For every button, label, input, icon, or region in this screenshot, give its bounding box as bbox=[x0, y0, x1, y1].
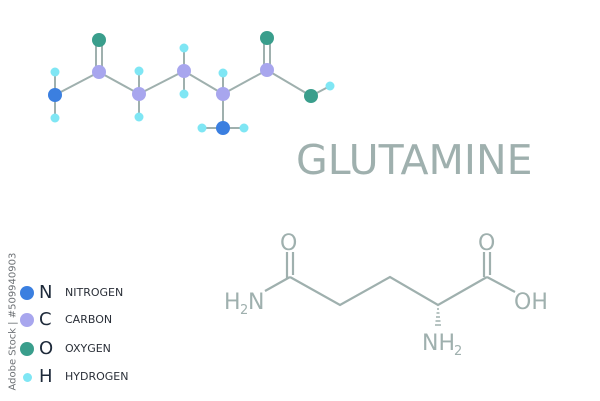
alpha-nh-label: NH bbox=[422, 331, 455, 356]
hydrogen-atom bbox=[218, 68, 228, 78]
carbon-dot-icon bbox=[20, 313, 34, 327]
legend-symbol: N bbox=[39, 282, 53, 303]
legend-symbol: H bbox=[39, 366, 53, 387]
hydrogen-atom bbox=[50, 113, 60, 123]
molecule-title: GLUTAMINE bbox=[296, 136, 533, 184]
ball-stick-atoms bbox=[48, 31, 335, 135]
carbon-atom bbox=[260, 63, 274, 77]
hashed-wedge-bond bbox=[435, 308, 441, 326]
alpha-nh-subscript: 2 bbox=[454, 344, 462, 359]
carbon-atom bbox=[92, 65, 106, 79]
legend-symbol: C bbox=[39, 309, 52, 330]
hydrogen-atom bbox=[197, 123, 207, 133]
carbon-atom bbox=[177, 64, 191, 78]
nitrogen-atom bbox=[216, 121, 230, 135]
oxygen-atom bbox=[304, 89, 318, 103]
amide-n-label: N bbox=[248, 290, 264, 315]
nitrogen-dot-icon bbox=[20, 286, 34, 300]
carbon-atom bbox=[132, 87, 146, 101]
legend-label: HYDROGEN bbox=[65, 370, 129, 383]
hydrogen-atom bbox=[325, 81, 335, 91]
skeletal-formula bbox=[264, 252, 516, 307]
legend-symbol: O bbox=[39, 338, 54, 359]
legend-label: NITROGEN bbox=[65, 286, 124, 299]
legend-label: CARBON bbox=[65, 313, 113, 326]
oxygen-dot-icon bbox=[20, 342, 34, 356]
acid-oxygen-label: O bbox=[478, 231, 495, 256]
hydrogen-atom bbox=[239, 123, 249, 133]
hydrogen-atom bbox=[50, 67, 60, 77]
stock-watermark: Adobe Stock | #509940903 bbox=[7, 252, 19, 391]
hydrogen-atom bbox=[179, 89, 189, 99]
hydrogen-atom bbox=[179, 43, 189, 53]
amide-h-subscript: 2 bbox=[240, 303, 248, 318]
hydrogen-dot-icon bbox=[23, 373, 32, 382]
nitrogen-atom bbox=[48, 88, 62, 102]
oxygen-atom bbox=[92, 33, 106, 47]
acid-oh-label: OH bbox=[514, 290, 548, 315]
legend-label: OXYGEN bbox=[65, 342, 111, 355]
hydrogen-atom bbox=[134, 66, 144, 76]
carbon-atom bbox=[216, 87, 230, 101]
amide-h-label: H bbox=[224, 290, 241, 315]
skeletal-atom-labels: O H 2 N O OH NH 2 bbox=[224, 231, 548, 359]
amide-oxygen-label: O bbox=[280, 231, 297, 256]
oxygen-atom bbox=[260, 31, 274, 45]
hydrogen-atom bbox=[134, 112, 144, 122]
ball-stick-bonds bbox=[54, 38, 331, 129]
